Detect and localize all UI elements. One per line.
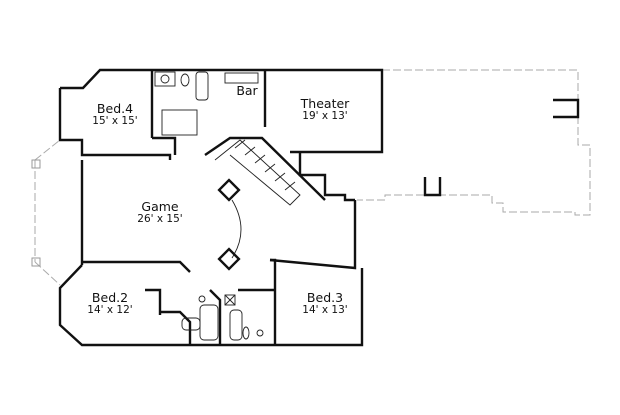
- exterior-walls: [58, 68, 384, 347]
- room-dimensions: 15' x 15': [92, 114, 138, 127]
- room-dimensions: 14' x 13': [302, 303, 348, 316]
- room-dimensions: 14' x 12': [87, 303, 133, 316]
- deck-posts: [423, 98, 580, 197]
- room-dimensions: 26' x 15': [137, 212, 183, 225]
- room-name: Bar: [236, 83, 258, 98]
- columns-and-railing: [217, 178, 242, 271]
- room-name: Bed.4: [96, 101, 134, 116]
- bath-fixtures: [154, 71, 264, 341]
- room-label-bed2: Bed.2 14' x 12': [80, 291, 140, 316]
- room-name: Bed.2: [91, 290, 129, 305]
- room-name: Theater: [300, 96, 350, 111]
- room-label-game: Game 26' x 15': [125, 200, 195, 225]
- staircase: [204, 136, 326, 206]
- room-name: Bed.3: [306, 290, 344, 305]
- room-label-theater: Theater 19' x 13': [290, 97, 360, 122]
- room-label-bed3: Bed.3 14' x 13': [295, 291, 355, 316]
- room-label-bed4: Bed.4 15' x 15': [85, 102, 145, 127]
- room-label-bar: Bar: [232, 84, 262, 98]
- dashed-outline: [31, 69, 591, 286]
- room-dimensions: 19' x 13': [302, 109, 348, 122]
- room-name: Game: [141, 199, 179, 214]
